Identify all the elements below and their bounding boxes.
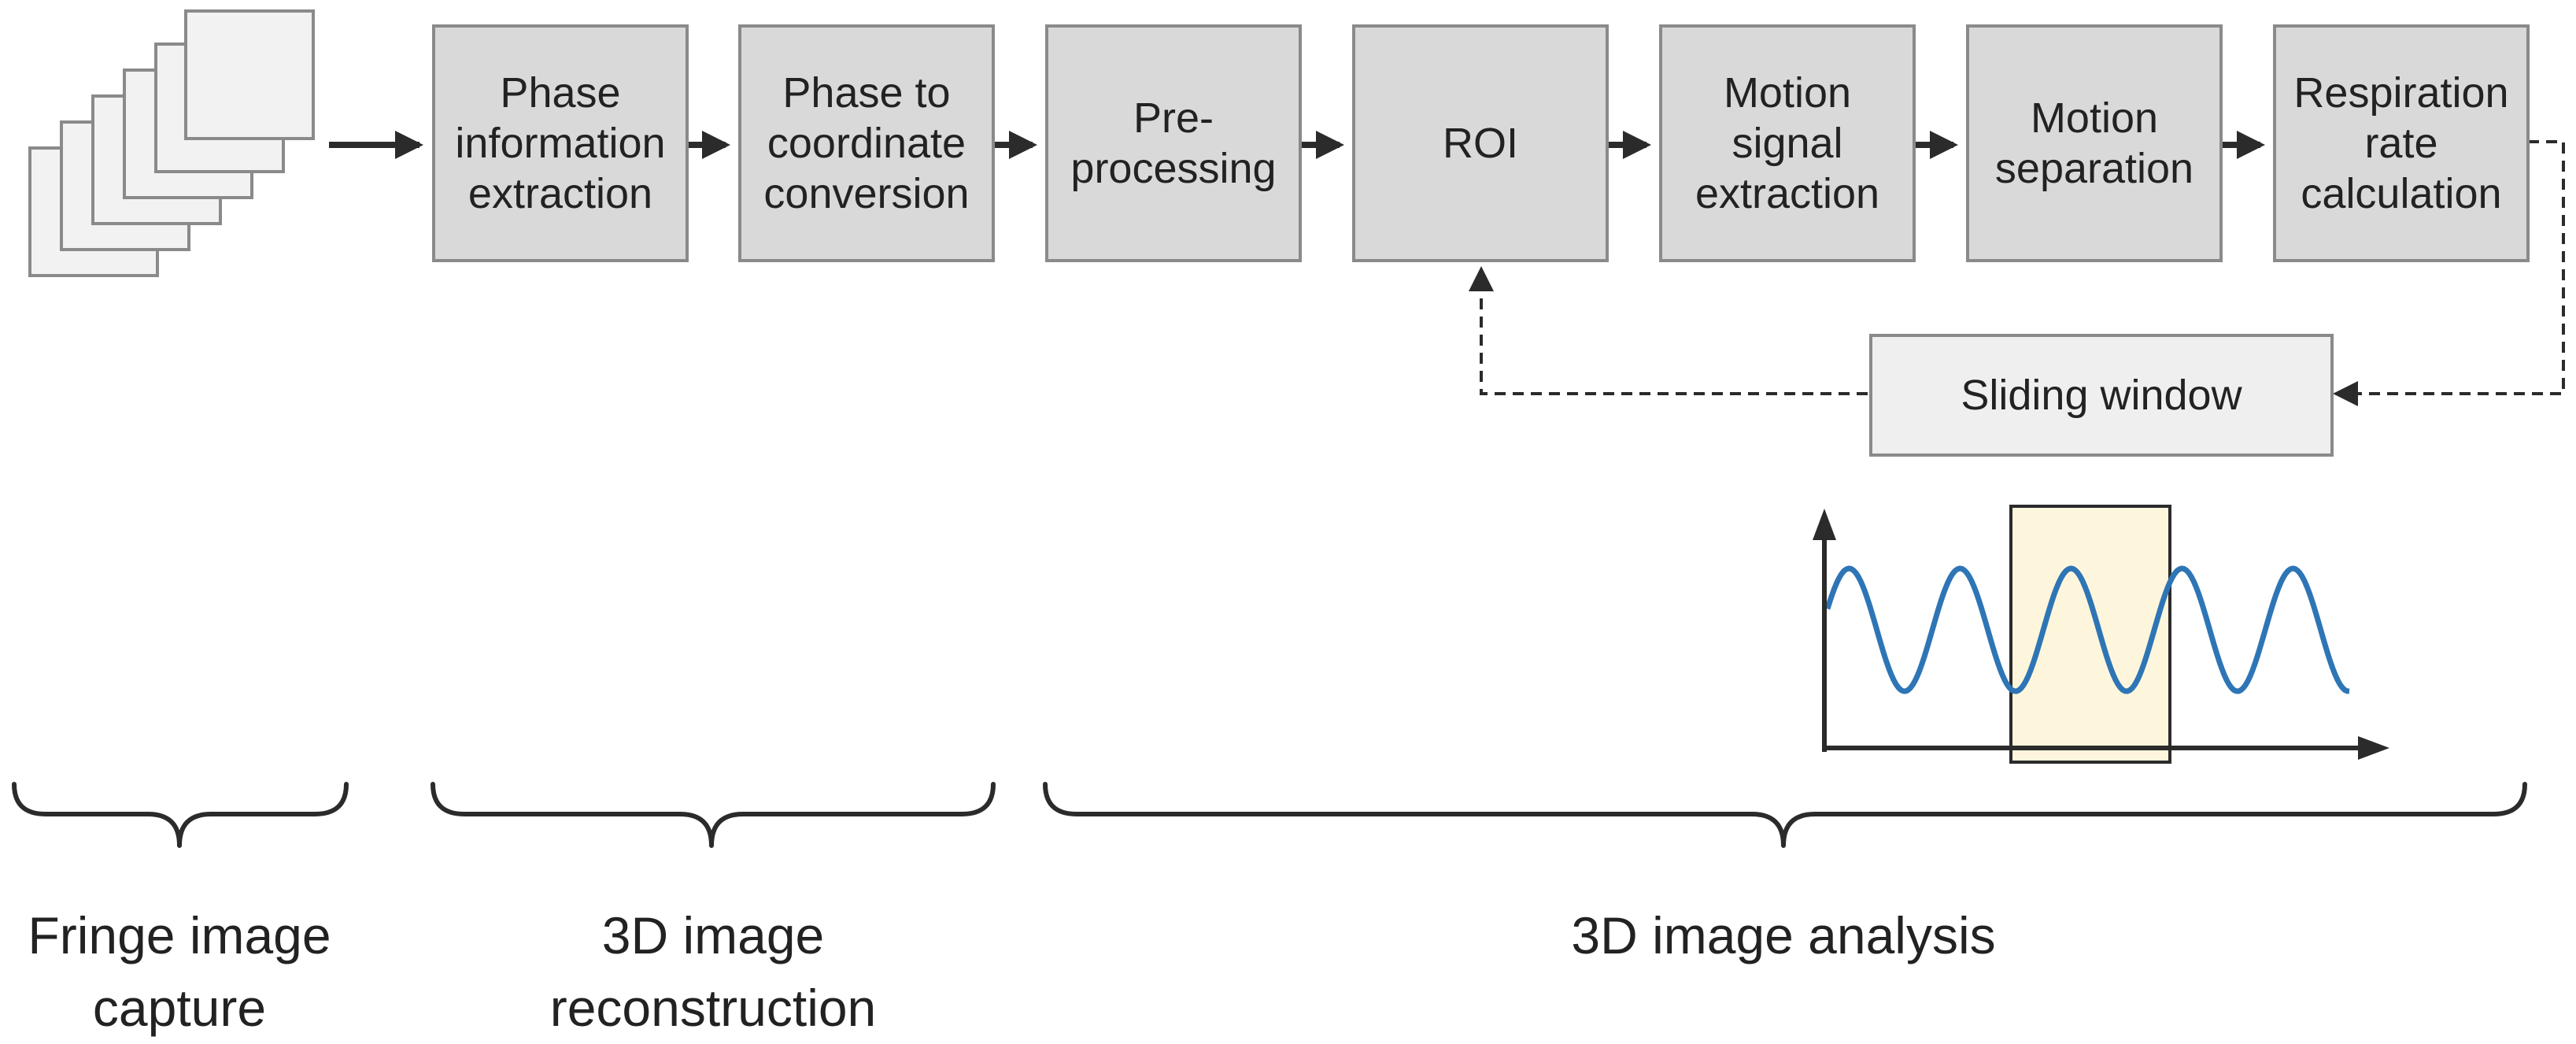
brace-analysis (1043, 782, 2527, 848)
step-pre-processing: Pre- processing (1045, 24, 1302, 262)
stage-label-analysis: 3D image analysis (1571, 906, 1996, 964)
window-highlight (2009, 505, 2171, 764)
sine-wave-plot-icon (1813, 505, 2389, 764)
step-phase-to-coordinate-conversion: Phase to coordinate conversion (738, 24, 995, 262)
step-respiration-rate-calculation: Respiration rate calculation (2273, 24, 2530, 262)
sine-wave (1824, 565, 2350, 694)
step-motion-separation: Motion separation (1966, 24, 2223, 262)
brace-reconstruction (431, 782, 996, 848)
step-motion-signal-extraction: Motion signal extraction (1659, 24, 1916, 262)
feedback-line-out (2358, 140, 2565, 395)
image-stack-icon (28, 9, 315, 277)
step-phase-information-extraction: Phase information extraction (432, 24, 689, 262)
stage-label-capture: Fringe image capture (28, 906, 331, 1037)
feedback-line-back (1480, 290, 1868, 395)
stage-label-reconstruction: 3D image reconstruction (549, 906, 877, 1037)
step-roi: ROI (1352, 24, 1609, 262)
brace-capture (12, 782, 349, 848)
sliding-window-box: Sliding window (1869, 334, 2334, 457)
